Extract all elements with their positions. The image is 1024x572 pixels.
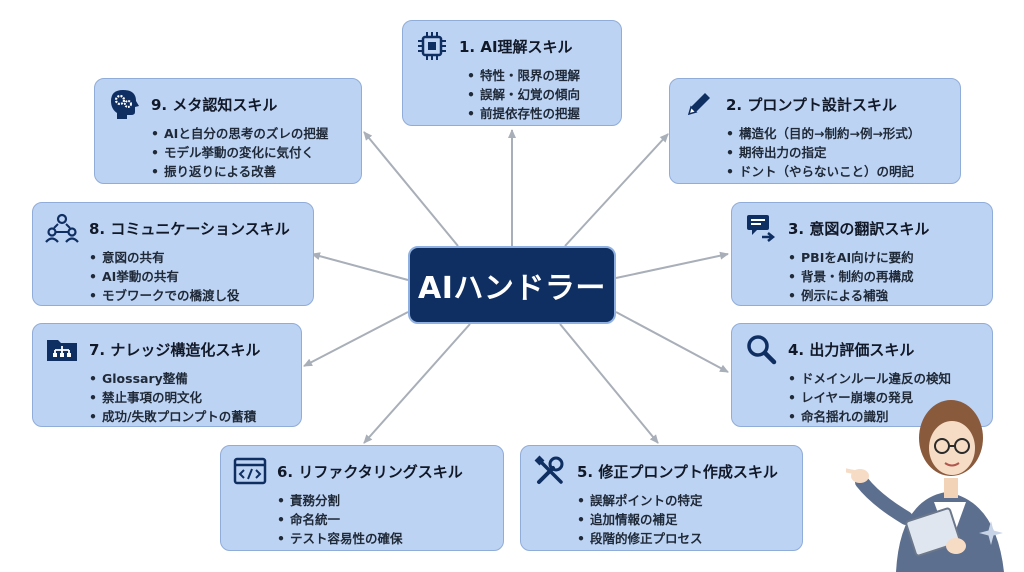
skill-item: モデル挙動の変化に気付く — [151, 143, 351, 162]
connector-3 — [615, 251, 729, 279]
skill-item: 前提依存性の把握 — [467, 104, 611, 123]
skill-item: 特性・限界の理解 — [467, 66, 611, 85]
skill-card-prompt-design: 2. プロンプト設計スキル 構造化（目的→制約→例→形式） 期待出力の指定 ドン… — [669, 78, 961, 184]
connector-6 — [363, 323, 471, 444]
magnifier-icon — [744, 332, 778, 366]
skill-item: ドント（やらないこと）の明記 — [726, 162, 950, 181]
skill-item: 構造化（目的→制約→例→形式） — [726, 124, 950, 143]
skill-item: 命名揺れの識別 — [788, 407, 982, 426]
connector-9 — [363, 131, 459, 247]
code-window-icon — [233, 454, 267, 488]
skill-title: 6. リファクタリングスキル — [277, 462, 463, 481]
sparkle-icon — [979, 521, 1003, 545]
skill-title: 8. コミュニケーションスキル — [89, 219, 290, 238]
skill-list: 構造化（目的→制約→例→形式） 期待出力の指定 ドント（やらないこと）の明記 — [726, 124, 950, 181]
chat-arrow-icon — [744, 211, 778, 245]
skill-item: 責務分割 — [277, 491, 493, 510]
skill-item: 追加情報の補足 — [577, 510, 792, 529]
skill-item: レイヤー崩壊の発見 — [788, 388, 982, 407]
cpu-chip-icon — [415, 29, 449, 63]
connector-4 — [615, 311, 729, 373]
skill-list: AIと自分の思考のズレの把握 モデル挙動の変化に気付く 振り返りによる改善 — [151, 124, 351, 181]
skill-item: 例示による補強 — [788, 286, 982, 305]
skill-card-intent-translation: 3. 意図の翻訳スキル PBIをAI向けに要約 背景・制約の再構成 例示による補… — [731, 202, 993, 306]
center-hub: AIハンドラー — [408, 246, 616, 324]
skill-item: AI挙動の共有 — [89, 267, 303, 286]
skill-list: Glossary整備 禁止事項の明文化 成功/失敗プロンプトの蓄積 — [89, 369, 291, 426]
connector-2 — [564, 133, 669, 247]
connector-8 — [311, 252, 409, 281]
skill-list: 誤解ポイントの特定 追加情報の補足 段階的修正プロセス — [577, 491, 792, 548]
tools-icon — [533, 454, 567, 488]
skill-title: 5. 修正プロンプト作成スキル — [577, 462, 778, 481]
presenter-illustration — [846, 400, 1004, 572]
skill-item: テスト容易性の確保 — [277, 529, 493, 548]
skill-list: PBIをAI向けに要約 背景・制約の再構成 例示による補強 — [788, 248, 982, 305]
skill-item: PBIをAI向けに要約 — [788, 248, 982, 267]
skill-list: ドメインルール違反の検知 レイヤー崩壊の発見 命名揺れの識別 — [788, 369, 982, 426]
skill-list: 意図の共有 AI挙動の共有 モブワークでの橋渡し役 — [89, 248, 303, 305]
skill-item: AIと自分の思考のズレの把握 — [151, 124, 351, 143]
skill-item: 禁止事項の明文化 — [89, 388, 291, 407]
skill-item: Glossary整備 — [89, 369, 291, 388]
skill-title: 7. ナレッジ構造化スキル — [89, 340, 261, 359]
skill-title: 2. プロンプト設計スキル — [726, 95, 897, 114]
skill-title: 3. 意図の翻訳スキル — [788, 219, 930, 238]
team-icon — [45, 211, 79, 245]
skill-item: 成功/失敗プロンプトの蓄積 — [89, 407, 291, 426]
skill-list: 責務分割 命名統一 テスト容易性の確保 — [277, 491, 493, 548]
skill-title: 4. 出力評価スキル — [788, 340, 915, 359]
skill-item: 背景・制約の再構成 — [788, 267, 982, 286]
connector-5 — [559, 323, 659, 444]
connector-7 — [303, 311, 409, 367]
skill-card-fix-prompt: 5. 修正プロンプト作成スキル 誤解ポイントの特定 追加情報の補足 段階的修正プ… — [520, 445, 803, 551]
skill-item: モブワークでの橋渡し役 — [89, 286, 303, 305]
skill-card-meta-cognition: 9. メタ認知スキル AIと自分の思考のズレの把握 モデル挙動の変化に気付く 振… — [94, 78, 362, 184]
skill-card-communication: 8. コミュニケーションスキル 意図の共有 AI挙動の共有 モブワークでの橋渡し… — [32, 202, 314, 306]
skill-card-ai-understanding: 1. AI理解スキル 特性・限界の理解 誤解・幻覚の傾向 前提依存性の把握 — [402, 20, 622, 126]
head-gears-icon — [107, 87, 141, 121]
skill-item: ドメインルール違反の検知 — [788, 369, 982, 388]
skill-item: 振り返りによる改善 — [151, 162, 351, 181]
skill-item: 命名統一 — [277, 510, 493, 529]
center-hub-label: AIハンドラー — [418, 271, 606, 306]
pencil-icon — [682, 87, 716, 121]
skill-title: 9. メタ認知スキル — [151, 95, 278, 114]
skill-card-refactoring: 6. リファクタリングスキル 責務分割 命名統一 テスト容易性の確保 — [220, 445, 504, 551]
skill-item: 誤解ポイントの特定 — [577, 491, 792, 510]
skill-list: 特性・限界の理解 誤解・幻覚の傾向 前提依存性の把握 — [467, 66, 611, 123]
skill-card-knowledge-structuring: 7. ナレッジ構造化スキル Glossary整備 禁止事項の明文化 成功/失敗プ… — [32, 323, 302, 427]
skill-item: 意図の共有 — [89, 248, 303, 267]
skill-item: 期待出力の指定 — [726, 143, 950, 162]
folder-tree-icon — [45, 332, 79, 366]
skill-item: 誤解・幻覚の傾向 — [467, 85, 611, 104]
skill-title: 1. AI理解スキル — [459, 37, 573, 56]
skill-item: 段階的修正プロセス — [577, 529, 792, 548]
